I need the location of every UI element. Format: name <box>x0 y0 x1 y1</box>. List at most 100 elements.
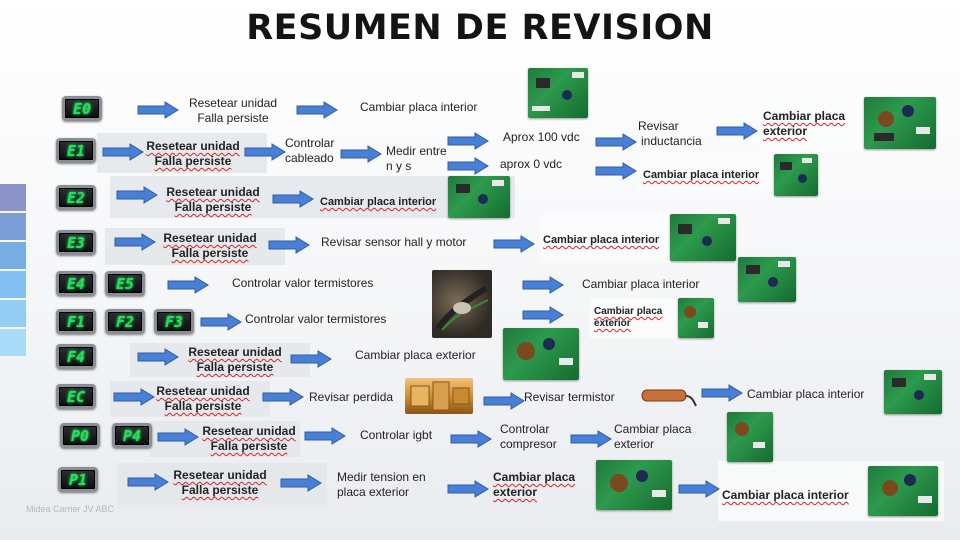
e2-step1: Resetear unidad Falla persiste <box>166 185 260 214</box>
p0-step3: Controlar compresor <box>500 422 557 451</box>
right-arrow-icon <box>570 430 612 448</box>
e1-result-a: Cambiar placa exterior <box>763 109 846 138</box>
e1-revisar: Revisar inductancia <box>638 119 702 148</box>
right-arrow-icon <box>522 306 564 324</box>
right-arrow-icon <box>167 276 209 294</box>
side-tab-6 <box>0 329 26 356</box>
side-tab-1 <box>0 184 26 211</box>
f4-step1: Resetear unidad Falla persiste <box>188 345 282 374</box>
error-code-p0: P0 <box>60 423 100 448</box>
right-arrow-icon <box>116 186 158 204</box>
e4-step2: Cambiar placa interior <box>582 277 700 291</box>
right-arrow-icon <box>447 157 489 175</box>
p0-step4: Cambiar placa exterior <box>614 422 692 451</box>
error-code-e3: E3 <box>56 230 96 255</box>
ec-step1: Resetear unidad Falla persiste <box>156 384 250 413</box>
right-arrow-icon <box>595 162 637 180</box>
pcb-board-photo <box>727 412 773 462</box>
right-arrow-icon <box>296 101 338 119</box>
right-arrow-icon <box>268 236 310 254</box>
band-e2 <box>110 176 515 218</box>
error-code-ec: EC <box>56 384 96 409</box>
error-code-e0: E0 <box>62 96 102 121</box>
ec-step4: Cambiar placa interior <box>747 387 865 401</box>
side-tab-3 <box>0 242 26 269</box>
pcb-board-photo <box>738 257 796 302</box>
page-title: RESUMEN DE REVISION <box>246 8 714 48</box>
right-arrow-icon <box>450 430 492 448</box>
right-arrow-icon <box>127 473 169 491</box>
p1-step4: Cambiar placa interior <box>722 488 849 502</box>
right-arrow-icon <box>290 350 332 368</box>
right-arrow-icon <box>114 233 156 251</box>
right-arrow-icon <box>200 313 242 331</box>
right-arrow-icon <box>113 388 155 406</box>
e0-step2: Cambiar placa interior <box>360 100 478 114</box>
side-tab-5 <box>0 300 26 327</box>
e4-step1: Controlar valor termistores <box>232 276 374 290</box>
error-code-e2: E2 <box>56 185 96 210</box>
ec-step2: Revisar perdida <box>309 390 394 404</box>
pcb-board-photo <box>868 466 938 516</box>
error-code-e4: E4 <box>56 271 96 296</box>
right-arrow-icon <box>262 388 304 406</box>
pcb-board-photo <box>864 97 936 149</box>
error-code-f4: F4 <box>56 344 96 369</box>
right-arrow-icon <box>137 348 179 366</box>
right-arrow-icon <box>447 132 489 150</box>
right-arrow-icon <box>595 133 637 151</box>
e3-step1: Resetear unidad Falla persiste <box>163 231 257 260</box>
right-arrow-icon <box>447 480 489 498</box>
right-arrow-icon <box>522 276 564 294</box>
error-code-e1: E1 <box>56 138 96 163</box>
error-code-f1: F1 <box>56 309 96 334</box>
f1-step2: Cambiar placa exterior <box>594 306 663 329</box>
side-tab-4 <box>0 271 26 298</box>
p0-step1: Resetear unidad Falla persiste <box>202 424 296 453</box>
right-arrow-icon <box>137 101 179 119</box>
right-arrow-icon <box>678 480 720 498</box>
right-arrow-icon <box>304 427 346 445</box>
p0-step2: Controlar igbt <box>360 428 433 442</box>
right-arrow-icon <box>701 384 743 402</box>
e1-branch-b: aprox 0 vdc <box>500 157 563 171</box>
watermark: Midea Carrier JV ABC <box>26 504 115 514</box>
error-code-e5: E5 <box>105 271 145 296</box>
right-arrow-icon <box>483 392 525 410</box>
thermistor-probe-photo <box>636 382 698 410</box>
pcb-board-photo <box>884 370 942 414</box>
right-arrow-icon <box>244 143 286 161</box>
p1-step1: Resetear unidad Falla persiste <box>173 468 267 497</box>
right-arrow-icon <box>102 143 144 161</box>
hall-sensor-photo <box>432 270 492 338</box>
pcb-board-photo <box>670 214 736 261</box>
right-arrow-icon <box>280 474 322 492</box>
brass-valve-photo <box>405 378 473 414</box>
error-code-f3: F3 <box>154 309 194 334</box>
e1-step1: Resetear unidad Falla persiste <box>146 139 240 168</box>
error-code-p4: P4 <box>112 423 152 448</box>
e3-step3: Cambiar placa interior <box>543 234 660 246</box>
f1-step1: Controlar valor termistores <box>245 312 387 326</box>
f4-step2: Cambiar placa exterior <box>355 348 476 362</box>
pcb-board-photo <box>503 328 579 380</box>
e1-branch-a: Aprox 100 vdc <box>503 130 580 144</box>
e0-step1: Resetear unidad Falla persiste <box>188 96 278 125</box>
e3-step2: Revisar sensor hall y motor <box>321 235 467 249</box>
pcb-board-photo <box>528 68 588 118</box>
error-code-f2: F2 <box>105 309 145 334</box>
pcb-board-photo <box>774 154 818 196</box>
error-code-p1: P1 <box>58 467 98 492</box>
e1-step2: Controlar cableado <box>285 136 335 165</box>
right-arrow-icon <box>272 190 314 208</box>
pcb-board-photo <box>596 460 672 510</box>
pcb-board-photo <box>448 176 510 218</box>
side-tab-2 <box>0 213 26 240</box>
e2-step2: Cambiar placa interior <box>320 196 437 208</box>
p1-step2: Medir tension en placa exterior <box>337 470 426 499</box>
e1-step3: Medir entre n y s <box>386 144 447 173</box>
right-arrow-icon <box>493 235 535 253</box>
right-arrow-icon <box>157 428 199 446</box>
ec-step3: Revisar termistor <box>524 390 615 404</box>
pcb-board-photo <box>678 298 714 338</box>
